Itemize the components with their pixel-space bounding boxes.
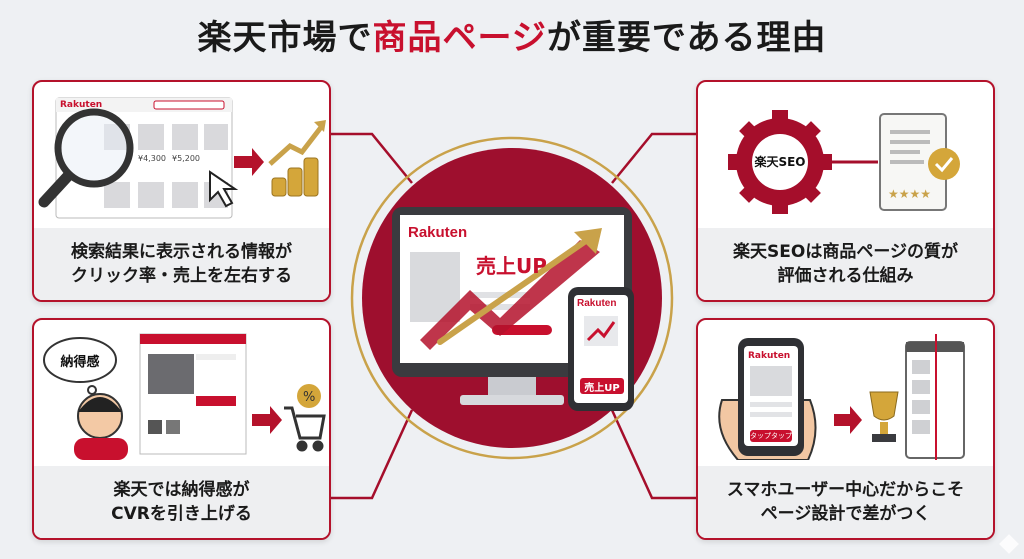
tr-caption-line2: 評価される仕組み — [777, 266, 914, 286]
phone-sales-button[interactable]: 売上UP — [584, 383, 620, 394]
star-icon: ★★★★ — [888, 187, 931, 201]
br-phone-brand: Rakuten — [748, 351, 791, 361]
br-tap-button[interactable]: タップタップ — [750, 432, 792, 440]
tr-caption: 楽天SEOは商品ページの質が 評価される仕組み — [698, 228, 993, 300]
avatar — [74, 393, 128, 460]
gear-icon — [728, 110, 832, 214]
shopping-cart-icon — [284, 406, 326, 452]
discount-tag-icon — [297, 384, 321, 408]
tl-brand: Rakuten — [60, 100, 103, 110]
bl-bubble-text: 納得感 — [60, 355, 100, 370]
page-title: 楽天市場で商品ページが重要である理由 — [0, 10, 1024, 59]
seo-art: ★★★★ — [728, 110, 960, 214]
arrow-right-icon — [252, 406, 282, 434]
trend-arrow-icon — [420, 240, 600, 350]
phone-brand: Rakuten — [577, 298, 617, 309]
gold-ring — [350, 136, 674, 460]
smartphone-icon — [568, 287, 634, 411]
coins-icon — [271, 157, 319, 197]
arrow-right-icon — [234, 148, 264, 176]
tl-caption-line2: クリック率・売上を左右する — [71, 266, 292, 286]
document-icon: ★★★★ — [879, 113, 947, 211]
svg-text:%: % — [303, 390, 315, 405]
center-sales-label: 売上UP — [476, 254, 547, 278]
smartphone-icon — [738, 338, 804, 456]
trophy-icon — [869, 391, 899, 442]
tl-caption-line1: 検索結果に表示される情報が — [71, 242, 292, 262]
card-conviction: % 納得感 楽天では納得感が CVRを引き上げる — [32, 318, 331, 540]
bl-caption-line1: 楽天では納得感が — [113, 480, 250, 500]
br-caption-line1: スマホユーザー中心だからこそ — [726, 480, 965, 500]
bl-caption: 楽天では納得感が CVRを引き上げる — [34, 466, 329, 538]
center-brand: Rakuten — [408, 224, 468, 241]
conviction-art: % — [43, 333, 326, 460]
title-highlight: 商品ページ — [372, 18, 547, 58]
smartphone-art — [718, 334, 965, 460]
tl-caption: 検索結果に表示される情報が クリック率・売上を左右する — [34, 228, 329, 300]
card-smartphone: Rakuten タップタップ スマホユーザー中心だからこそ ページ設計で差がつく — [696, 318, 995, 540]
magnifier-icon — [38, 108, 134, 208]
seo-gear-label: 楽天SEO — [754, 155, 806, 169]
arrow-right-icon — [834, 406, 862, 434]
tl-price-2: ¥5,200 — [172, 154, 200, 163]
card-search-results: Rakuten ¥4,300 ¥5,200 検索結果に表示される情報が クリック… — [32, 80, 331, 302]
tr-caption-line1: 楽天SEOは商品ページの質が — [733, 242, 958, 262]
search-results-art — [38, 97, 326, 219]
br-caption-line2: ページ設計で差がつく — [760, 504, 931, 524]
title-part2: が重要である理由 — [546, 18, 827, 58]
tl-price-1: ¥4,300 — [138, 154, 166, 163]
connector-lines — [329, 132, 696, 500]
br-caption: スマホユーザー中心だからこそ ページ設計で差がつく — [698, 466, 993, 538]
checkmark-icon — [928, 148, 960, 180]
cursor-icon — [209, 170, 239, 208]
title-part1: 楽天市場で — [197, 18, 373, 58]
card-rakuten-seo: ★★★★ 楽天SEO 楽天SEOは商品ページの質が 評価される仕組み — [696, 80, 995, 302]
bl-caption-line2: CVRを引き上げる — [111, 504, 252, 524]
